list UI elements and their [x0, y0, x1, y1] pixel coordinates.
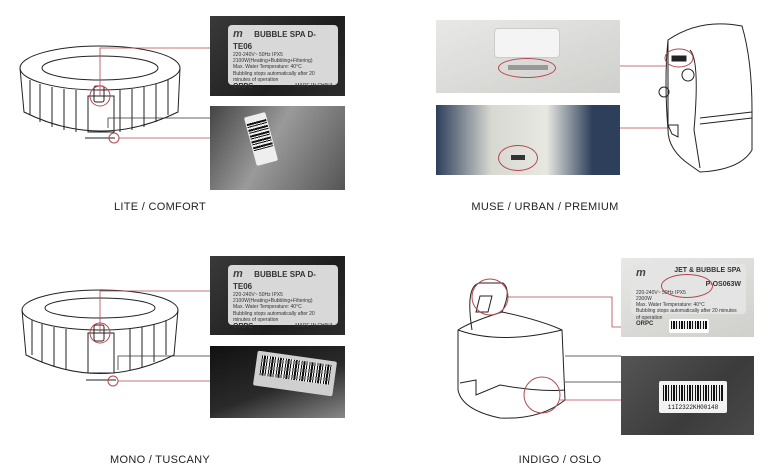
brand-logo: m — [636, 267, 646, 279]
label-title: BUBBLE SPA D-TE06 — [233, 270, 316, 291]
callout-circle — [661, 274, 713, 298]
label-line: 2100W(Heating+Bubbling+Filtering) — [233, 58, 313, 64]
caption-mono-tuscany: MONO / TUSCANY — [110, 454, 210, 466]
label-line: 2300W — [636, 295, 652, 302]
serial-label-photo — [436, 105, 620, 175]
callout-circle — [664, 48, 694, 68]
rating-label-photo — [436, 20, 620, 93]
brand-logo: m — [233, 268, 243, 280]
brand-logo: m — [233, 28, 243, 40]
label-line: 2100W(Heating+Bubbling+Filtering) — [233, 298, 313, 304]
callout-circle — [471, 278, 509, 316]
callout-circle — [107, 375, 119, 387]
serial-label-photo: 11I2322KH00148 — [621, 356, 754, 435]
label-line: Bubbling stops automatically after 20 mi… — [636, 308, 737, 321]
label-line: Max. Water Temperature: 40°C — [636, 302, 705, 308]
made-in: MADE IN CHINA — [295, 83, 333, 89]
callout-circle — [498, 58, 556, 78]
maker-logo: ORPC — [233, 83, 254, 90]
caption-lite-comfort: LITE / COMFORT — [113, 201, 206, 213]
callout-circle — [498, 145, 538, 171]
label-line: 220-240V~ 50Hz IPX5 — [636, 289, 686, 296]
caption-indigo-oslo: INDIGO / OSLO — [518, 454, 602, 466]
callout-circle — [523, 376, 561, 414]
serial-label-photo — [210, 346, 345, 418]
label-line: Max. Water Temperature: 40°C — [233, 304, 302, 311]
label-line: Bubbling stops automatically after 20 mi… — [233, 70, 315, 83]
serial-label-photo — [210, 106, 345, 190]
device-drawing-muse — [658, 23, 753, 173]
barcode-number: 11I2322KH00148 — [667, 404, 719, 411]
rating-label-photo: m BUBBLE SPA D-TE06 220-240V~ 50Hz IPX5 … — [210, 16, 345, 96]
rating-label-photo: m JET & BUBBLE SPA P-OS063W 220-240V~ 50… — [621, 258, 754, 337]
label-line: 220-240V~ 50Hz IPX5 — [233, 51, 283, 58]
made-in: MADE IN CHINA — [295, 323, 333, 329]
label-line: Max. Water Temperature: 40°C — [233, 64, 302, 71]
maker-logo: ORPC — [636, 320, 654, 327]
label-title: JET & BUBBLE SPA — [674, 267, 741, 274]
rating-label-photo: m BUBBLE SPA D-TE06 220-240V~ 50Hz IPX5 … — [210, 256, 345, 335]
model-number: P-OS063W — [705, 280, 741, 288]
caption-muse-urban-premium: MUSE / URBAN / PREMIUM — [471, 201, 619, 213]
label-line: Bubbling stops automatically after 20 mi… — [233, 310, 315, 323]
label-line: 220-240V~ 50Hz IPX5 — [233, 291, 283, 298]
label-title: BUBBLE SPA D-TE06 — [233, 30, 316, 51]
maker-logo: ORPC — [233, 323, 254, 330]
device-drawing-indigo — [457, 282, 566, 419]
